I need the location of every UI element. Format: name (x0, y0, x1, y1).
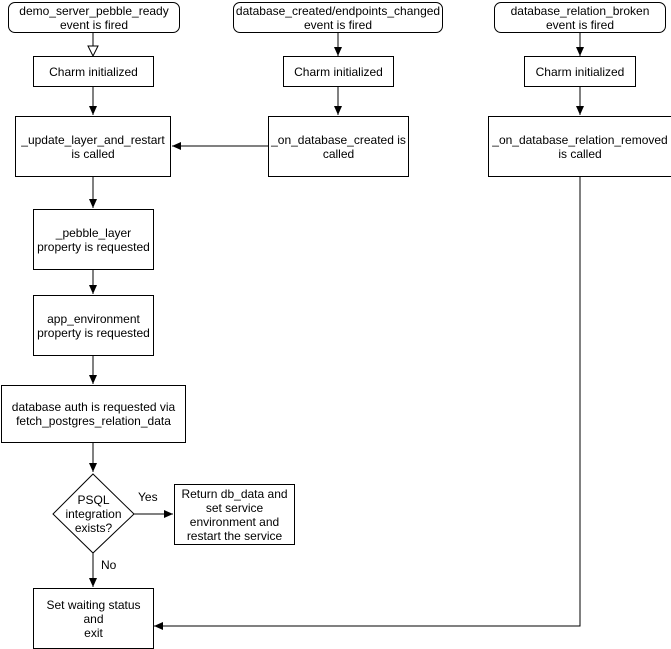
set-waiting-status-box: Set waiting status and exit (33, 588, 154, 649)
start-db-created-event: database_created/endpoints_changed event… (233, 2, 443, 33)
on-database-relation-removed-box: _on_database_relation_removed is called (488, 116, 671, 177)
update-layer-and-restart-box: _update_layer_and_restart is called (15, 116, 171, 177)
return-db-data-box: Return db_data and set service environme… (174, 484, 295, 545)
charm-initialized-box-3: Charm initialized (524, 56, 636, 87)
database-auth-box: database auth is requested via fetch_pos… (1, 385, 186, 443)
no-edge-label: No (101, 558, 117, 572)
start-pebble-ready-event: demo_server_pebble_ready event is fired (8, 2, 180, 33)
on-database-created-box: _on_database_created is called (268, 116, 409, 177)
psql-decision-diamond (52, 473, 135, 554)
psql-decision-label: PSQL integration exists? (65, 493, 122, 535)
app-environment-box: app_environment property is requested (33, 295, 154, 356)
charm-initialized-box-2: Charm initialized (283, 56, 394, 87)
start-relation-broken-event: database_relation_broken event is fired (494, 2, 666, 33)
charm-initialized-box-1: Charm initialized (33, 56, 154, 87)
yes-edge-label: Yes (138, 490, 158, 504)
edge-pebble-ready-to-init (87, 32, 99, 58)
edge-relation-removed-to-waiting (154, 176, 581, 630)
pebble-layer-box: _pebble_layer property is requested (33, 209, 154, 270)
